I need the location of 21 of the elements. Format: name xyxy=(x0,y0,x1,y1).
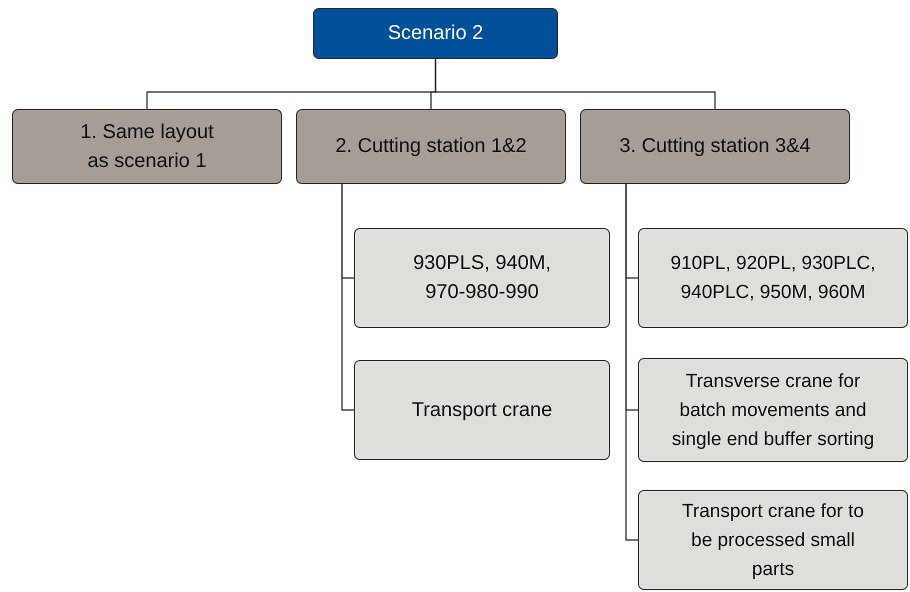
connector-line xyxy=(341,184,354,411)
box-label: 1. Same layout as scenario 1 xyxy=(79,120,215,174)
category-box xyxy=(580,109,850,184)
category-box xyxy=(296,109,566,184)
category-box xyxy=(12,109,282,184)
item-box xyxy=(638,358,908,462)
box-label: Scenario 2 xyxy=(388,21,484,46)
box-label: 2. Cutting station 1&2 xyxy=(335,134,527,159)
box-label: 930PLS, 940M, 970-980-990 xyxy=(412,251,552,305)
item-box xyxy=(638,228,908,328)
connector-line xyxy=(625,184,638,541)
root-box xyxy=(313,8,558,59)
item-box xyxy=(354,360,610,460)
box-label: 910PL, 920PL, 930PLC, 940PLC, 950M, 960M xyxy=(670,252,876,305)
box-label: Transport crane for to be processed small parts xyxy=(681,500,865,582)
item-box xyxy=(638,490,908,590)
box-label: Transverse crane for batch movements and single end buffer sorting xyxy=(670,370,876,452)
box-label: Transport crane xyxy=(412,398,552,422)
box-label: 3. Cutting station 3&4 xyxy=(619,134,811,159)
connector-line xyxy=(434,59,716,109)
item-box xyxy=(354,228,610,328)
